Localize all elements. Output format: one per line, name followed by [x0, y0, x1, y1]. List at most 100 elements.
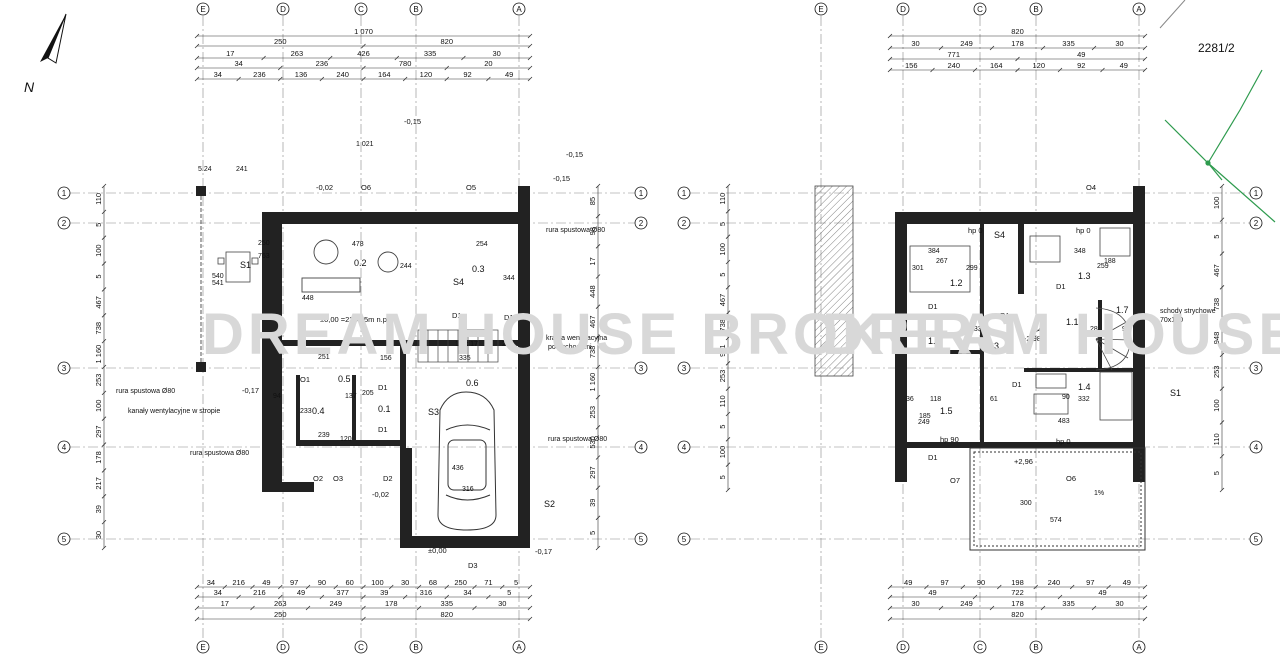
- room-dimension: 478: [352, 241, 364, 248]
- dimension-tick: [361, 594, 366, 600]
- room-dimension: 1%: [1094, 490, 1104, 497]
- level-mark: ±0,00: [428, 546, 447, 555]
- room-dimension: 120: [340, 436, 352, 443]
- dimension-tick: [222, 584, 228, 590]
- dimension-tick: [887, 584, 893, 590]
- dimension-tick: [361, 616, 366, 622]
- dimension-tick: [236, 76, 241, 82]
- dimension-tick: [499, 584, 505, 590]
- dimension-tick: [1057, 67, 1063, 73]
- dimension-value: 263: [291, 49, 304, 58]
- dimension-tick: [1015, 67, 1020, 73]
- door-window-label: D1: [1056, 282, 1066, 291]
- dimension-value: 335: [1062, 599, 1075, 608]
- column-axis-label-circle: [814, 2, 828, 16]
- dimension-value: 17: [221, 599, 229, 608]
- column-axis-label: E: [818, 643, 823, 652]
- dimension-tick: [1142, 45, 1148, 51]
- dimension-tick: [1040, 605, 1046, 611]
- column-axis-label-circle: [409, 2, 423, 16]
- dimension-tick: [101, 442, 107, 447]
- dimension-value: 49: [1098, 588, 1106, 597]
- column-axis-label: B: [413, 643, 418, 652]
- column-axis-label-circle: [354, 640, 368, 654]
- dimension-tick: [725, 183, 731, 189]
- column-axis-label: B: [1033, 5, 1038, 14]
- dimension-value: 5: [507, 588, 511, 597]
- dimension-tick: [887, 33, 893, 39]
- dimension-tick: [527, 43, 533, 49]
- row-axis-label: 1: [682, 189, 687, 198]
- door-window-label: O1: [300, 375, 310, 384]
- column-axis-label-circle: [973, 640, 987, 654]
- room-dimension: 244: [400, 263, 412, 270]
- dimension-value: 820: [1011, 27, 1024, 36]
- room-number: 1.1: [1066, 317, 1079, 327]
- dimension-value: 100: [371, 578, 384, 587]
- dimension-value: 100: [718, 243, 727, 256]
- door-window-label: D1: [1000, 311, 1010, 320]
- dimension-tick: [444, 65, 450, 71]
- dimension-value: 98: [588, 227, 597, 235]
- row-axis-label: 4: [682, 443, 687, 452]
- dimension-value: 297: [588, 466, 597, 479]
- dimension-tick: [194, 33, 200, 39]
- room-dimension: 5.24: [198, 166, 212, 173]
- dimension-tick: [101, 261, 107, 266]
- door-window-label: D1: [928, 453, 938, 462]
- dimension-value: 49: [928, 588, 936, 597]
- stairs: [417, 329, 499, 363]
- dimension-value: 34: [234, 59, 242, 68]
- dimension-tick: [527, 33, 533, 39]
- row-axis-label: 1: [639, 189, 644, 198]
- dimension-tick: [101, 468, 107, 473]
- room-dimension: 300: [1020, 500, 1032, 507]
- dimension-tick: [388, 584, 394, 590]
- dimension-value: 5: [718, 475, 727, 479]
- dimension-value: 20: [484, 59, 492, 68]
- dimension-value: 426: [357, 49, 370, 58]
- dimension-value: 250: [454, 578, 467, 587]
- dimension-tick: [305, 584, 311, 590]
- dimension-tick: [725, 259, 731, 265]
- column-axis-label: A: [1136, 643, 1142, 652]
- dimension-tick: [101, 364, 107, 370]
- dimension-tick: [989, 45, 995, 51]
- dimension-value: 250: [274, 610, 287, 619]
- dimension-tick: [938, 605, 944, 611]
- room-dimension: 249: [918, 419, 930, 426]
- column-axis-label-circle: [276, 2, 290, 16]
- row-axis-label: 1: [1254, 189, 1259, 198]
- dimension-tick: [250, 584, 255, 590]
- dimension-tick: [261, 55, 266, 61]
- dimension-tick: [444, 594, 450, 600]
- room-number: 1.3: [1078, 271, 1091, 281]
- dimension-value: 120: [420, 70, 433, 79]
- room-number: 0.1: [378, 404, 391, 414]
- room-dimension: 92: [1122, 326, 1130, 333]
- dimension-value: 198: [1011, 578, 1024, 587]
- dimension-tick: [725, 462, 731, 467]
- row-axis-label: 5: [1254, 535, 1259, 544]
- dimension-tick: [1091, 605, 1097, 611]
- dimension-value: 771: [947, 50, 960, 59]
- dimension-value: 335: [1062, 39, 1075, 48]
- room-dimension: 448: [302, 295, 314, 302]
- room-number: 0.4: [312, 406, 325, 416]
- row-axis-label-circle: [634, 216, 648, 230]
- dimension-tick: [725, 487, 731, 493]
- dimension-value: 164: [378, 70, 391, 79]
- dimension-value: 467: [94, 296, 103, 309]
- dimension-tick: [277, 584, 283, 590]
- room-dimension: 118: [930, 396, 941, 403]
- dimension-tick: [461, 55, 466, 61]
- row-axis-label: 3: [639, 364, 644, 373]
- door-window-label: D1: [928, 302, 938, 311]
- dimension-tick: [319, 76, 325, 82]
- dimension-value: 49: [297, 588, 305, 597]
- dimension-tick: [277, 76, 283, 82]
- dimension-tick: [527, 584, 533, 590]
- dimension-value: 948: [1212, 332, 1221, 345]
- dimension-value: 738: [1212, 298, 1221, 311]
- dimension-tick: [887, 56, 893, 62]
